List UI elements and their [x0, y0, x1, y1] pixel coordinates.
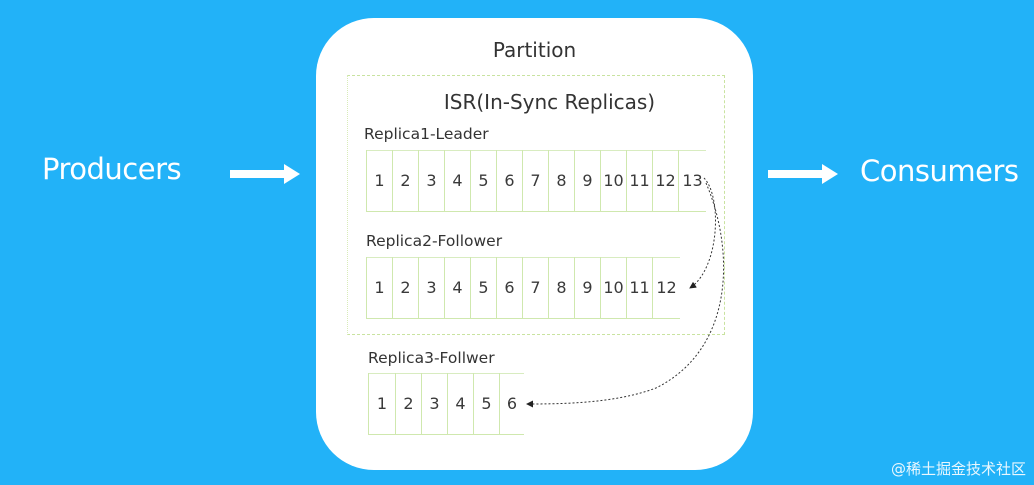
- log-offset-cell: 6: [496, 150, 522, 212]
- log-offset-cell: 8: [548, 150, 574, 212]
- log-offset-cell: 12: [652, 257, 680, 319]
- log-offset-cell: 13: [678, 150, 706, 212]
- log-offset-cell: 3: [418, 150, 444, 212]
- isr-title: ISR(In-Sync Replicas): [443, 90, 656, 114]
- log-offset-cell: 10: [600, 257, 626, 319]
- producers-arrow: [230, 164, 300, 184]
- log-offset-cell: 3: [421, 373, 447, 435]
- producers-label: Producers: [42, 152, 182, 186]
- log-offset-cell: 4: [444, 150, 470, 212]
- log-offset-cell: 6: [499, 373, 524, 435]
- log-offset-cell: 5: [473, 373, 499, 435]
- watermark: @稀土掘金技术社区: [890, 460, 1026, 478]
- log-offset-cell: 11: [626, 150, 652, 212]
- log-offset-cell: 2: [392, 150, 418, 212]
- log-offset-cell: 5: [470, 257, 496, 319]
- log-offset-cell: 7: [522, 257, 548, 319]
- log-offset-cell: 9: [574, 257, 600, 319]
- partition-box: Partition ISR(In-Sync Replicas) Replica1…: [316, 18, 753, 470]
- log-offset-cell: 1: [368, 373, 395, 435]
- consumers-arrow: [768, 164, 838, 184]
- log-offset-cell: 11: [626, 257, 652, 319]
- replica2-label: Replica2-Follower: [366, 232, 503, 250]
- log-offset-cell: 1: [366, 150, 392, 212]
- log-top-border: [368, 373, 524, 374]
- log-offset-cell: 5: [470, 150, 496, 212]
- log-top-border: [366, 257, 680, 258]
- replica3-label: Replica3-Follwer: [368, 349, 495, 367]
- log-offset-cell: 10: [600, 150, 626, 212]
- log-offset-cell: 4: [444, 257, 470, 319]
- partition-title: Partition: [492, 38, 577, 62]
- consumers-label: Consumers: [860, 154, 1019, 188]
- log-offset-cell: 2: [392, 257, 418, 319]
- log-offset-cell: 1: [366, 257, 392, 319]
- log-offset-cell: 4: [447, 373, 473, 435]
- log-offset-cell: 8: [548, 257, 574, 319]
- log-offset-cell: 2: [395, 373, 421, 435]
- log-offset-cell: 6: [496, 257, 522, 319]
- log-top-border: [366, 150, 706, 151]
- log-offset-cell: 7: [522, 150, 548, 212]
- log-offset-cell: 3: [418, 257, 444, 319]
- log-offset-cell: 12: [652, 150, 678, 212]
- replica1-label: Replica1-Leader: [364, 125, 489, 143]
- log-offset-cell: 9: [574, 150, 600, 212]
